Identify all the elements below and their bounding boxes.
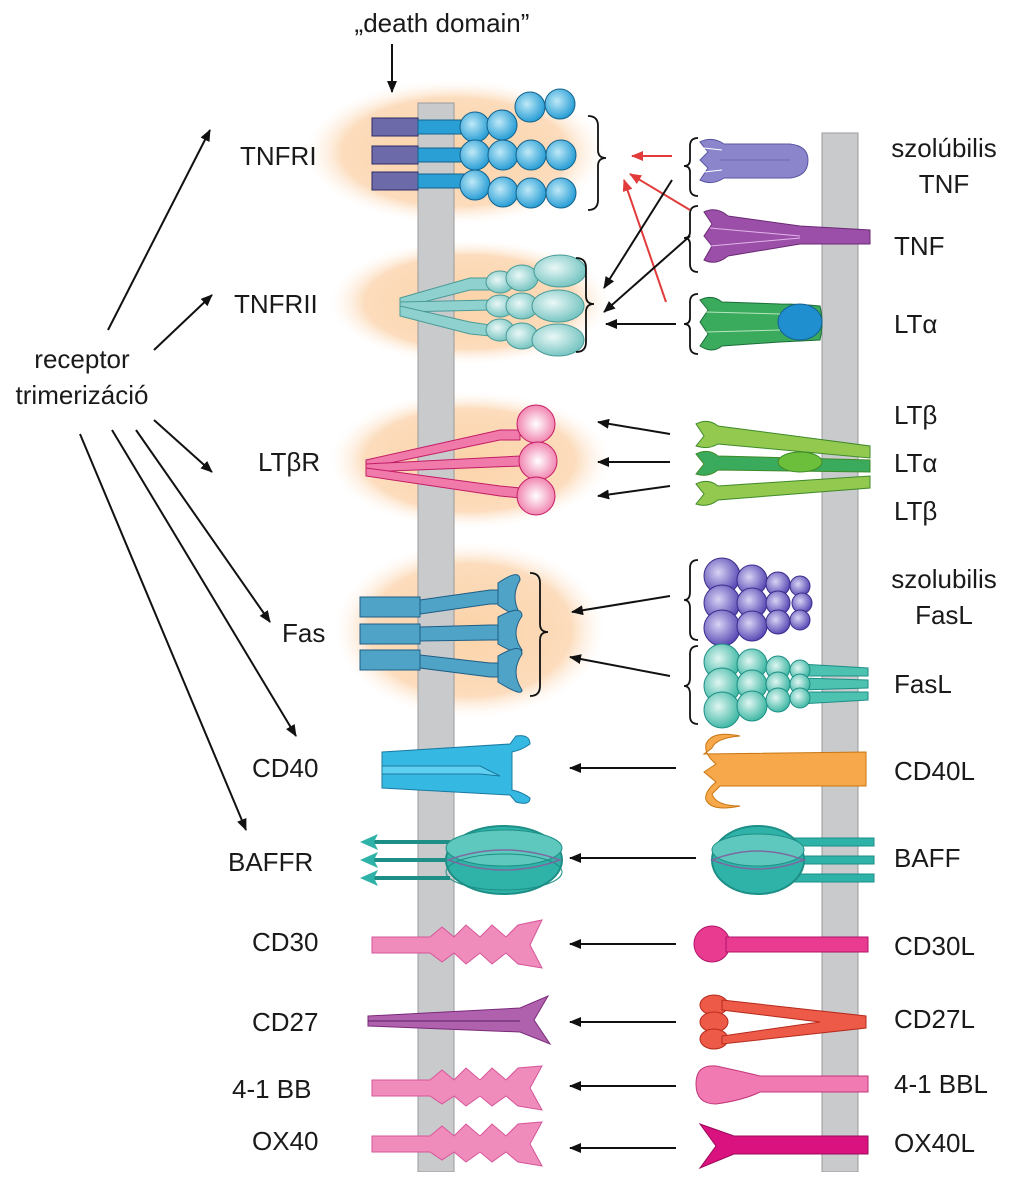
- ligand-lta: [699, 296, 823, 351]
- receptor-label-ox40: OX40: [252, 1126, 319, 1156]
- ligand-cd27l: [699, 994, 867, 1050]
- receptor-baffr: [360, 825, 563, 895]
- red-arrows: [622, 151, 691, 303]
- receptor-label-cd27: CD27: [252, 1007, 318, 1037]
- ligand-label-cd40l: CD40L: [894, 756, 975, 786]
- ligand-label-soluble-tnf-2: TNF: [919, 169, 970, 199]
- receptor-tnfrii: [399, 254, 587, 357]
- receptor-label-ltbr: LTβR: [258, 447, 320, 477]
- receptor-cd40: [381, 735, 531, 804]
- receptor-label-tnfrii: TNFRII: [234, 289, 318, 319]
- ligand-label-cd27l: CD27L: [894, 1004, 975, 1034]
- ligand-cd30l: [693, 925, 869, 963]
- receptor-label-tnfri: TNFRI: [240, 141, 317, 171]
- receptor-tnfri: [371, 88, 577, 209]
- receptor-41bb: [371, 1065, 543, 1111]
- ligand-label-lta-2: LTα: [894, 448, 937, 478]
- ligand-label-tnf: TNF: [894, 231, 945, 261]
- receptor-trimerization-label-line1: receptor: [34, 344, 130, 374]
- ligand-braces: [683, 137, 699, 725]
- ligand-label-soluble-tnf-1: szolúbilis: [891, 133, 997, 163]
- receptor-label-cd30: CD30: [252, 927, 318, 957]
- ligand-label-ltb-1: LTβ: [894, 400, 937, 430]
- ligand-soluble-fasl: [703, 557, 813, 647]
- receptor-fas: [359, 574, 523, 693]
- death-domain-label: „death domain”: [355, 8, 530, 38]
- ligand-tnf: [703, 209, 871, 263]
- receptor-ox40: [371, 1121, 543, 1167]
- ligand-label-soluble-fasl-1: szolubilis: [891, 564, 997, 594]
- receptor-label-fas: Fas: [282, 618, 325, 648]
- ligand-label-fasl: FasL: [894, 669, 952, 699]
- ligand-ox40l: [698, 1122, 869, 1170]
- ligand-cd40l: [702, 733, 867, 809]
- receptor-ltbr: [365, 404, 558, 516]
- ligand-ltab: [695, 420, 871, 506]
- brace-tnfri: [587, 115, 607, 211]
- ligand-label-ox40l: OX40L: [894, 1128, 975, 1158]
- ligand-soluble-tnf: [699, 138, 809, 184]
- brace-fas: [529, 572, 549, 697]
- receptor-cd27: [367, 994, 552, 1046]
- receptor-label-cd40: CD40: [252, 753, 318, 783]
- brace-tnfrii: [575, 257, 595, 353]
- ligand-label-41bbl: 4-1 BBL: [894, 1069, 988, 1099]
- ligand-label-lta: LTα: [894, 309, 937, 339]
- ligand-label-cd30l: CD30L: [894, 931, 975, 961]
- ligand-fasl: [703, 643, 869, 729]
- ligand-label-baff: BAFF: [894, 843, 960, 873]
- trimerization-arrows: [79, 129, 297, 831]
- binding-arrows: [569, 179, 696, 1153]
- ligand-label-ltb-2: LTβ: [894, 496, 937, 526]
- receptor-label-41bb: 4-1 BB: [232, 1074, 312, 1104]
- receptor-cd30: [371, 919, 543, 969]
- ligand-label-soluble-fasl-2: FasL: [915, 600, 973, 630]
- receptor-trimerization-label-line2: trimerizáció: [16, 380, 149, 410]
- membrane-ligand-cell: [821, 132, 859, 1173]
- ligand-baff: [709, 825, 875, 895]
- ligand-41bbl: [695, 1065, 869, 1105]
- receptor-label-baffr: BAFFR: [228, 847, 313, 877]
